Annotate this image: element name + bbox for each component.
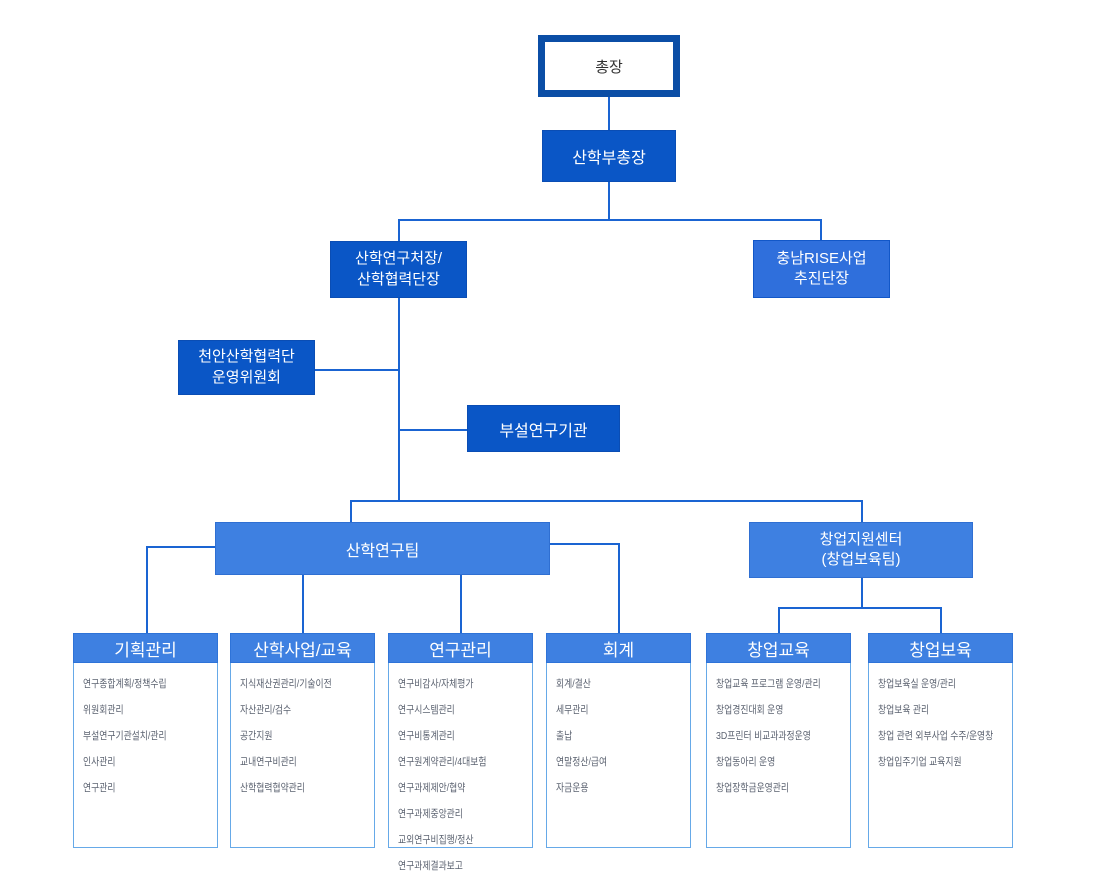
task-item: 자금운용 <box>556 782 589 794</box>
task-item: 회계/결산 <box>556 678 591 690</box>
task-item: 교외연구비집행/정산 <box>398 834 474 846</box>
task-item: 창업보육실 운영/관리 <box>878 678 956 690</box>
node-steering-committee: 천안산학협력단 운영위원회 <box>178 340 315 395</box>
connector-line <box>302 575 304 633</box>
connector-line <box>146 546 215 548</box>
connector-line <box>778 607 940 609</box>
task-item: 자산관리/검수 <box>240 704 292 716</box>
node-president: 총장 <box>538 35 680 97</box>
task-item: 창업 관련 외부사업 수주/운영창 <box>878 730 994 742</box>
task-item: 연말정산/급여 <box>556 756 608 768</box>
task-item: 연구시스템관리 <box>398 704 455 716</box>
connector-line <box>608 97 610 130</box>
node-research-team: 산학연구팀 <box>215 522 550 575</box>
connector-line <box>398 429 467 431</box>
task-item: 연구비감사/자체평가 <box>398 678 474 690</box>
task-item: 출납 <box>556 730 573 742</box>
node-rise-program: 충남RISE사업 추진단장 <box>753 240 890 298</box>
column-title: 창업보육 <box>868 633 1013 663</box>
column-title: 기획관리 <box>73 633 218 663</box>
task-item: 지식재산권관리/기술이전 <box>240 678 332 690</box>
task-item: 연구원계약관리/4대보험 <box>398 756 487 768</box>
node-vice-president: 산학부총장 <box>542 130 676 182</box>
task-item: 창업교육 프로그램 운영/관리 <box>716 678 821 690</box>
connector-line <box>861 500 863 522</box>
task-item: 연구비통계관리 <box>398 730 455 742</box>
task-item: 연구과제제안/협약 <box>398 782 466 794</box>
task-item: 세무관리 <box>556 704 589 716</box>
task-item: 교내연구비관리 <box>240 756 297 768</box>
column-title: 연구관리 <box>388 633 533 663</box>
task-item: 창업경진대회 운영 <box>716 704 784 716</box>
connector-line <box>398 298 400 501</box>
task-item: 창업동아리 운영 <box>716 756 776 768</box>
node-research-institute: 부설연구기관 <box>467 405 620 452</box>
connector-line <box>618 543 620 633</box>
task-item: 연구관리 <box>83 782 116 794</box>
task-item: 인사관리 <box>83 756 116 768</box>
task-item: 공간지원 <box>240 730 273 742</box>
column-title: 산학사업/교육 <box>230 633 375 663</box>
node-startup-center: 창업지원센터 (창업보육팀) <box>749 522 973 578</box>
task-item: 3D프린터 비교과과정운영 <box>716 730 811 742</box>
task-item: 연구과제중앙관리 <box>398 808 463 820</box>
node-director: 산학연구처장/ 산학협력단장 <box>330 241 467 298</box>
connector-line <box>398 219 821 221</box>
connector-line <box>608 182 610 220</box>
task-item: 창업장학금운영관리 <box>716 782 790 794</box>
connector-line <box>350 500 352 522</box>
task-item: 연구종합계획/정책수립 <box>83 678 167 690</box>
connector-line <box>550 543 618 545</box>
column-title: 창업교육 <box>706 633 851 663</box>
task-item: 위원회관리 <box>83 704 124 716</box>
connector-line <box>146 546 148 633</box>
task-item: 산학협력협약관리 <box>240 782 305 794</box>
task-item: 창업보육 관리 <box>878 704 930 716</box>
connector-line <box>778 607 780 633</box>
connector-line <box>820 219 822 240</box>
task-item: 창업입주기업 교육지원 <box>878 756 962 768</box>
connector-line <box>940 607 942 633</box>
column-title: 회계 <box>546 633 691 663</box>
connector-line <box>398 219 400 241</box>
task-item: 연구과제결과보고 <box>398 860 463 872</box>
connector-line <box>460 575 462 633</box>
connector-line <box>861 578 863 607</box>
connector-line <box>315 369 398 371</box>
connector-line <box>350 500 861 502</box>
task-item: 부설연구기관설치/관리 <box>83 730 167 742</box>
